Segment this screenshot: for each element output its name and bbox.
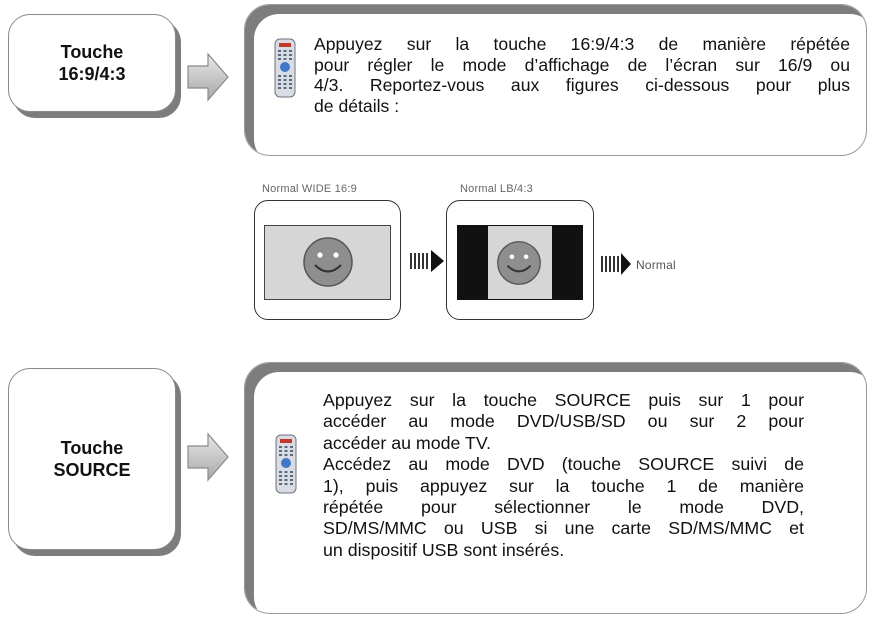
text-line: de détails : <box>314 95 400 116</box>
content-box-aspect <box>244 4 867 156</box>
label-aspect-line1: Touche <box>60 42 124 62</box>
text-line: pour régler le mode d’affichage de l’écr… <box>314 54 850 75</box>
end-label-normal: Normal <box>636 258 676 272</box>
label-box-source: Touche SOURCE <box>8 368 176 550</box>
aspect-description: Appuyez sur la touche 16:9/4:3 de manièr… <box>314 34 850 116</box>
label-source-line2: SOURCE <box>53 460 131 480</box>
text-line: accéder au mode TV. <box>323 432 492 453</box>
letterbox-bar-right <box>552 226 582 299</box>
label-aspect-line2: 16:9/4:3 <box>58 64 126 84</box>
striped-right-arrow-icon <box>410 250 444 272</box>
remote-control-icon <box>275 434 297 494</box>
text-line: 1), puis appuyez sur la touche 1 de mani… <box>323 475 804 496</box>
content-box-source <box>244 362 867 614</box>
letterbox-bar-left <box>458 226 488 299</box>
caption-wide: Normal WIDE 16:9 <box>262 183 357 195</box>
label-source-line1: Touche <box>60 438 124 458</box>
text-line: Appuyez sur la touche 16:9/4:3 de manièr… <box>314 34 850 54</box>
caption-lb: Normal LB/4:3 <box>460 183 533 195</box>
source-description: Appuyez sur la touche SOURCE puis sur 1 … <box>323 390 804 561</box>
text-line: Appuyez sur la touche SOURCE puis sur 1 … <box>323 390 804 410</box>
smiley-face-icon <box>497 241 541 285</box>
smiley-face-icon <box>303 237 353 287</box>
text-line: 4/3. Reportez-vous aux figures ci-dessou… <box>314 75 850 95</box>
remote-control-icon <box>274 38 296 98</box>
label-box-aspect: Touche 16:9/4:3 <box>8 14 176 112</box>
text-line: répétée pour sélectionner le mode DVD, <box>323 497 804 518</box>
right-arrow-icon <box>187 432 229 482</box>
text-line: accéder au mode DVD/USB/SD ou sur 2 pour <box>323 411 804 432</box>
text-line: Accédez au mode DVD (touche SOURCE suivi… <box>323 454 804 475</box>
text-line: un dispositif USB sont insérés. <box>323 539 565 560</box>
right-arrow-icon <box>187 52 229 102</box>
text-line: SD/MS/MMC ou USB si une carte SD/MS/MMC … <box>323 518 804 539</box>
striped-right-arrow-icon <box>601 253 631 275</box>
